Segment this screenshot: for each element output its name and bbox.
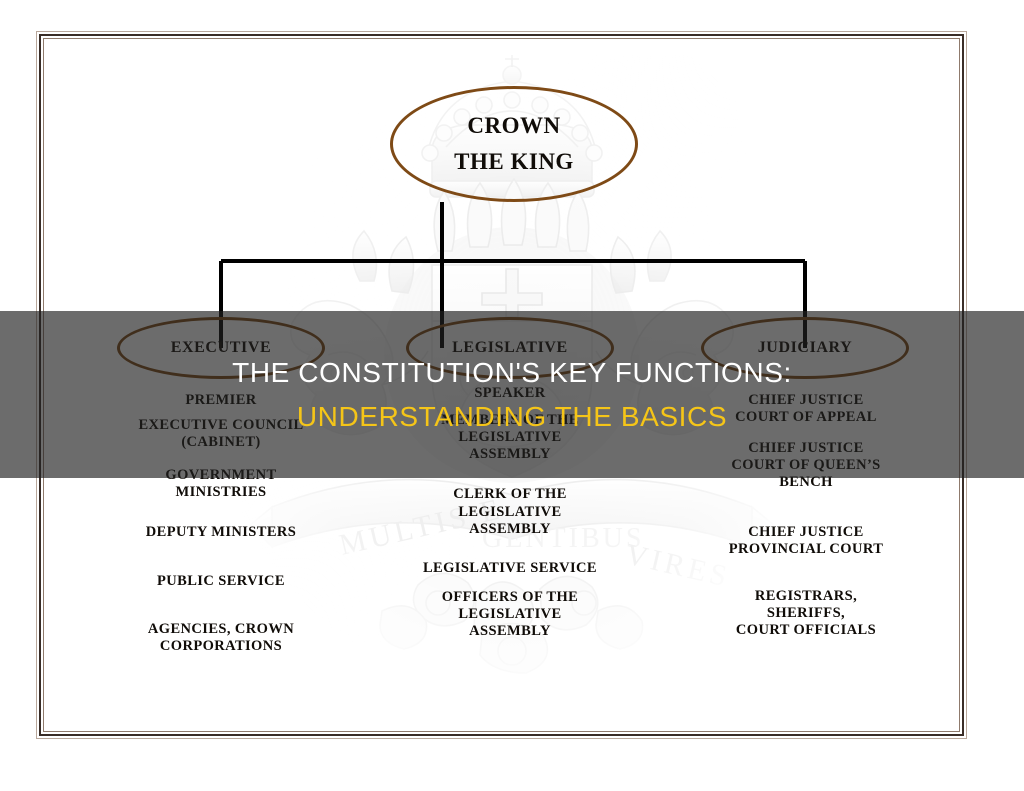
- node-crown: CROWN THE KING: [390, 86, 638, 202]
- title-overlay-band: [0, 311, 1024, 478]
- role-item: OFFICERS OF THE LEGISLATIVE ASSEMBLY: [441, 588, 579, 640]
- role-item: DEPUTY MINISTERS: [145, 523, 297, 540]
- role-item: LEGISLATIVE SERVICE: [422, 559, 598, 576]
- role-item: CLERK OF THE LEGISLATIVE ASSEMBLY: [453, 486, 567, 537]
- role-item: PUBLIC SERVICE: [157, 572, 285, 589]
- overlay-subheadline: UNDERSTANDING THE BASICS: [296, 400, 728, 432]
- role-item: REGISTRARS, SHERIFFS, COURT OFFICIALS: [735, 587, 877, 638]
- role-item: CHIEF JUSTICE PROVINCIAL COURT: [728, 523, 884, 557]
- title-overlay: THE CONSTITUTION'S KEY FUNCTIONS: UNDERS…: [0, 311, 1024, 478]
- role-item: AGENCIES, CROWN CORPORATIONS: [147, 620, 295, 654]
- crown-line-1: CROWN: [467, 113, 561, 139]
- crown-line-2: THE KING: [454, 149, 574, 174]
- overlay-headline: THE CONSTITUTION'S KEY FUNCTIONS:: [232, 356, 792, 388]
